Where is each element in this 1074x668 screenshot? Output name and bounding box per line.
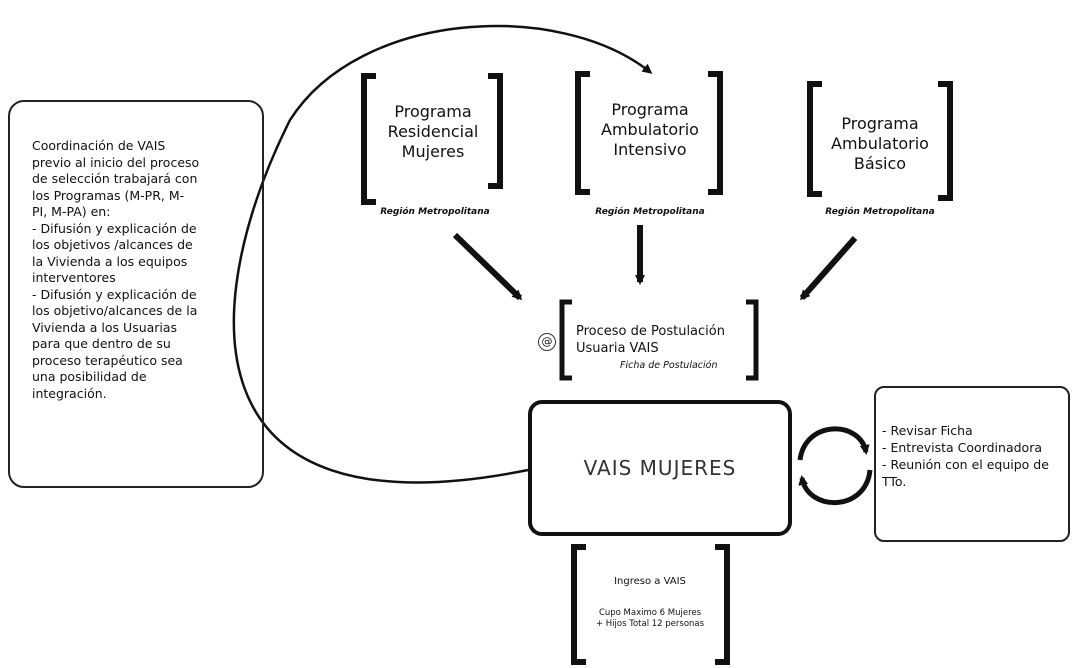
arrow-residencial: [452, 232, 523, 301]
ingreso-title: Ingreso a VAIS: [614, 576, 686, 587]
program-line: Básico: [853, 154, 907, 173]
note-line: interventores: [32, 270, 116, 285]
bracket-right: [715, 544, 730, 665]
bracket-right: [938, 81, 953, 201]
vais-mujeres-label: VAIS MUJERES: [583, 456, 737, 480]
program-line: Ambulatorio: [831, 134, 929, 153]
program-residencial-title: Programa Residencial Mujeres: [378, 102, 488, 162]
note-line: integración.: [32, 385, 107, 401]
cycle-arrow-top: [797, 426, 870, 461]
program-basico-title: Programa Ambulatorio Básico: [822, 114, 938, 174]
note-line: los objetivo/alcances de la: [32, 303, 198, 318]
ingreso-line: + Hijos Total 12 personas: [595, 619, 705, 629]
program-line: Programa: [841, 114, 919, 133]
bracket-left: [361, 73, 376, 205]
note-line: la Vivienda a los equipos: [32, 253, 188, 269]
review-line: - Revisar Ficha: [882, 423, 973, 438]
note-line: de selección trabajará con: [32, 171, 198, 186]
review-line: - Entrevista Coordinadora: [882, 440, 1042, 455]
note-line: proceso terapéutico sea: [32, 352, 183, 368]
note-line: - Difusión y explicación de: [32, 286, 197, 302]
postulation-line: Proceso de Postulación: [576, 324, 725, 339]
note-line: - Difusión y explicación de: [32, 220, 197, 236]
postulation-line: Usuaria VAIS: [576, 341, 659, 356]
program-line: Programa: [611, 100, 689, 119]
bracket-left: [807, 81, 822, 197]
bracket-left: [575, 71, 590, 195]
program-residencial-region: Región Metropolitana: [380, 207, 490, 217]
review-box: - Revisar Ficha - Entrevista Coordinador…: [874, 386, 1070, 542]
program-line: Programa: [394, 102, 472, 121]
bracket-right: [746, 299, 759, 381]
ingreso-detail: Cupo Maximo 6 Mujeres + Hijos Total 12 p…: [580, 608, 720, 630]
program-line: Ambulatorio: [601, 120, 699, 139]
ingreso-line: Cupo Maximo 6 Mujeres: [598, 608, 702, 618]
program-basico-region: Región Metropolitana: [825, 207, 935, 217]
arrow-basico: [799, 236, 858, 301]
program-intensivo-title: Programa Ambulatorio Intensivo: [592, 100, 708, 160]
at-sign-icon: @: [538, 333, 556, 351]
bracket-right: [708, 71, 723, 195]
program-line: Intensivo: [613, 140, 687, 159]
bracket-left: [571, 544, 586, 665]
note-line: los Programas (M-PR, M-: [32, 187, 185, 203]
program-intensivo-region: Región Metropolitana: [595, 207, 705, 217]
note-line: Vivienda a los Usuarias: [32, 319, 178, 335]
review-line: - Reunión con el equipo de: [882, 457, 1049, 472]
postulation-subtitle: Ficha de Postulación: [620, 360, 718, 371]
cycle-arrow-bottom: [798, 469, 873, 505]
program-line: Mujeres: [401, 142, 465, 161]
program-line: Residencial: [387, 122, 479, 141]
bracket-right: [488, 73, 503, 189]
loop-arrow: [232, 24, 653, 484]
coordination-note: Coordinación de VAIS previo al inicio de…: [8, 100, 264, 488]
note-line: los objetivos /alcances de: [32, 237, 193, 252]
vais-mujeres-box: VAIS MUJERES: [528, 400, 792, 536]
review-line: TTo.: [882, 474, 907, 489]
postulation-title: Proceso de Postulación Usuaria VAIS: [576, 323, 756, 357]
note-line: una posibilidad de: [32, 369, 147, 384]
note-line: PI, M-PA) en:: [32, 204, 111, 219]
note-line: para que dentro de su: [32, 336, 171, 351]
bracket-left: [559, 299, 572, 381]
note-line: Coordinación de VAIS: [32, 138, 166, 153]
note-line: previo al inicio del proceso: [32, 154, 200, 170]
